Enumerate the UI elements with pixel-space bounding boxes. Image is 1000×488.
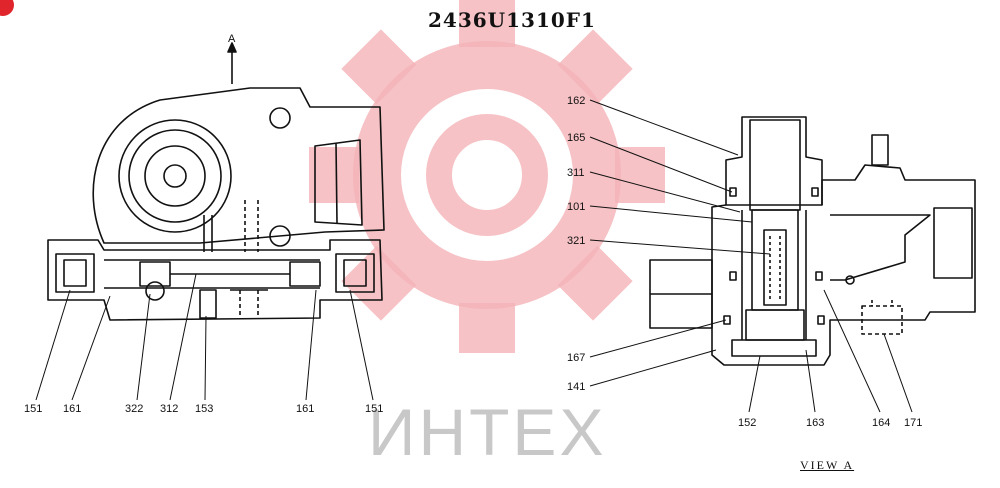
left-callouts: 151 161 322 312 153 161 151 xyxy=(24,403,383,415)
corner-logo-badge xyxy=(0,0,14,16)
mounting-hole-bottom xyxy=(269,225,291,247)
callout-164: 164 xyxy=(872,417,890,429)
bottom-plug-153 xyxy=(199,289,217,319)
seal-groove-c xyxy=(729,271,737,281)
orifice-171 xyxy=(861,305,903,335)
cap-inner xyxy=(749,119,801,211)
seal-groove-b xyxy=(811,187,819,197)
callout-151-right: 151 xyxy=(365,403,383,415)
callout-151-left: 151 xyxy=(24,403,42,415)
internal-passage xyxy=(830,214,931,281)
upper-port-line xyxy=(335,142,338,224)
callout-163: 163 xyxy=(806,417,824,429)
lower-valve-body xyxy=(47,239,383,321)
callout-165: 165 xyxy=(567,132,585,144)
view-label: VIEW A xyxy=(800,458,855,472)
callout-141: 141 xyxy=(567,381,585,393)
seal-groove-a xyxy=(729,187,737,197)
spool-land-right xyxy=(289,261,321,287)
callout-161-left: 161 xyxy=(63,403,81,415)
callout-101: 101 xyxy=(567,201,585,213)
seal-groove-d xyxy=(815,271,823,281)
callout-312: 312 xyxy=(160,403,178,415)
callout-311: 311 xyxy=(567,167,585,179)
left-section-view xyxy=(47,42,385,321)
right-plug xyxy=(335,253,375,293)
callout-153: 153 xyxy=(195,403,213,415)
pivot-boss-mid xyxy=(128,129,222,223)
seal-ring-322 xyxy=(145,281,165,301)
callout-167: 167 xyxy=(567,352,585,364)
bottom-plug-152 xyxy=(731,339,817,357)
callout-162: 162 xyxy=(567,95,585,107)
right-port xyxy=(933,207,973,279)
right-section-view xyxy=(649,116,976,366)
left-plug-inner xyxy=(63,259,87,287)
piston-311 xyxy=(751,209,799,311)
view-arrow-head-icon xyxy=(227,42,237,53)
callout-161-right: 161 xyxy=(296,403,314,415)
cap-outline xyxy=(725,116,823,206)
arrow-label: A xyxy=(228,33,236,45)
drawing-title: 2436U1310F1 xyxy=(428,8,596,32)
seal-groove-e xyxy=(723,315,731,325)
right-callouts: 162 165 311 101 321 167 141 152 163 164 … xyxy=(567,95,922,429)
callout-322: 322 xyxy=(125,403,143,415)
watermark-text: ИНТЕХ xyxy=(368,395,607,469)
mounting-hole-top xyxy=(269,107,291,129)
right-leaders xyxy=(589,99,913,413)
callout-152: 152 xyxy=(738,417,756,429)
callout-321: 321 xyxy=(567,235,585,247)
left-leaders xyxy=(35,273,374,401)
check-ball xyxy=(845,275,855,285)
bottom-seat xyxy=(745,309,805,341)
left-stub xyxy=(649,259,713,329)
right-plug-inner xyxy=(343,259,367,287)
left-plug xyxy=(55,253,95,293)
pivot-boss-inner xyxy=(144,145,206,207)
inner-spring-321 xyxy=(763,229,787,306)
valve-body-outline xyxy=(711,164,976,366)
upper-port-boss xyxy=(314,139,363,226)
pivot-boss-hole xyxy=(163,164,187,188)
pivot-boss-outer xyxy=(118,119,232,233)
top-pin xyxy=(871,134,889,166)
callout-171: 171 xyxy=(904,417,922,429)
upper-housing-outline xyxy=(92,87,385,244)
seal-groove-f xyxy=(817,315,825,325)
